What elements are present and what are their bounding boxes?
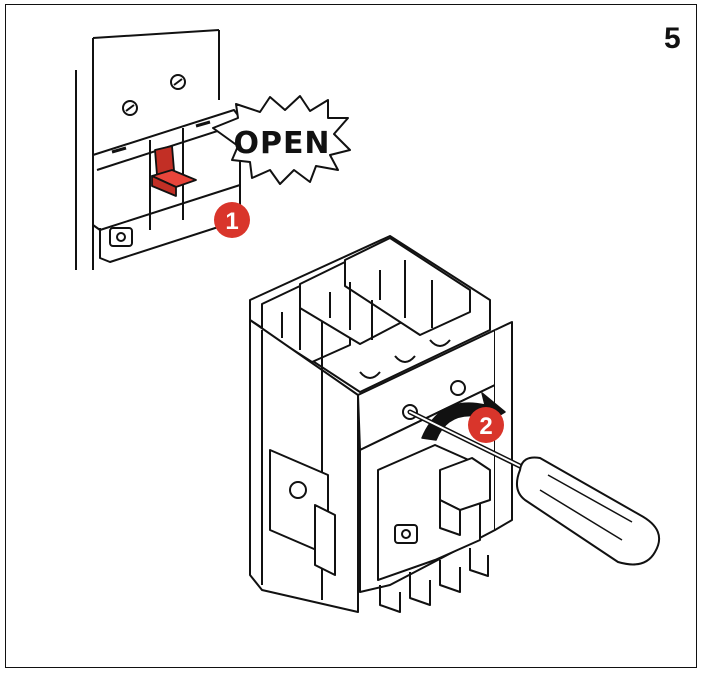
panel-frame [5,4,697,668]
open-label: OPEN [233,126,330,161]
step-number: 5 [664,22,681,55]
step-badge-1-label: 1 [225,208,238,235]
screwdriver-icon [407,409,660,566]
step-badge-2: 2 [468,407,504,443]
three-pole-breaker [249,235,513,613]
step-badge-1: 1 [214,202,250,238]
breaker-lever [151,145,197,197]
step-badge-2-label: 2 [479,413,492,440]
open-callout: OPEN [212,95,351,185]
